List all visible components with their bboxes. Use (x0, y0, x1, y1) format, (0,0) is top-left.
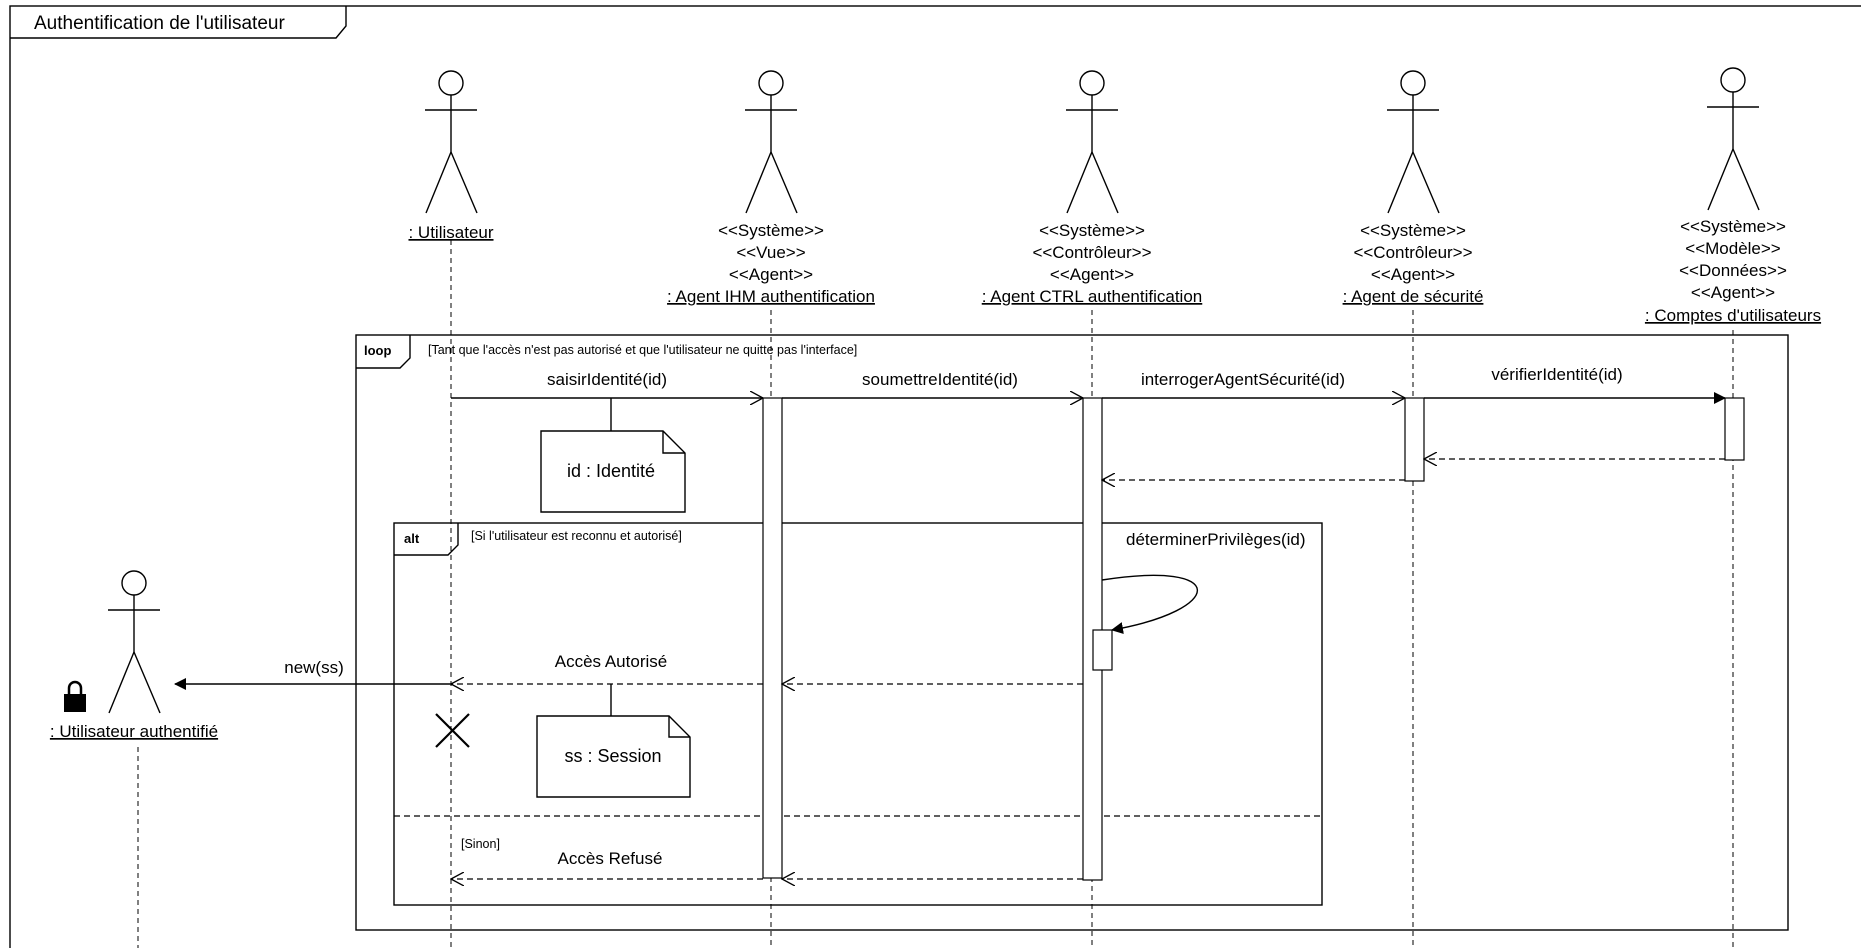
actor-user-icon (425, 70, 478, 214)
note-session-text: ss : Session (564, 746, 661, 766)
participant-comptes-stereotype-2: <<Modèle>> (1685, 239, 1781, 258)
activation-sec (1404, 397, 1425, 482)
participant-ctrl-name: : Agent CTRL authentification (982, 287, 1203, 306)
alt-fragment: alt [Si l'utilisateur est reconnu et aut… (393, 522, 1323, 906)
note-identite-text: id : Identité (567, 461, 655, 481)
participant-ihm-stereotype-2: <<Vue>> (736, 243, 805, 262)
participant-comptes-name: : Comptes d'utilisateurs (1645, 306, 1821, 325)
alt-else-guard: [Sinon] (461, 837, 500, 851)
participant-ihm-name: : Agent IHM authentification (667, 287, 875, 306)
diagram-frame: Authentification de l'utilisateur (9, 5, 1861, 948)
message-verifier-label: vérifierIdentité(id) (1491, 365, 1622, 384)
participant-ctrl-stereotype-3: <<Agent>> (1050, 265, 1134, 284)
participant-sec-stereotype-1: <<Système>> (1360, 221, 1466, 240)
actor-auth-icon (108, 570, 161, 714)
messages: saisirIdentité(id) soumettreIdentité(id)… (174, 365, 1726, 879)
loop-keyword: loop (364, 343, 391, 358)
participant-sec-stereotype-2: <<Contrôleur>> (1353, 243, 1472, 262)
diagram-title: Authentification de l'utilisateur (34, 13, 285, 34)
activation-ctrl-self (1092, 629, 1113, 671)
actor-ctrl-icon (1066, 70, 1119, 214)
participant-ihm-stereotype-1: <<Système>> (718, 221, 824, 240)
alt-guard: [Si l'utilisateur est reconnu et autoris… (471, 529, 682, 543)
note-identite: id : Identité (540, 398, 686, 513)
actor-comptes-icon (1707, 67, 1760, 211)
activation-comptes (1724, 397, 1745, 461)
participant-user-name: : Utilisateur (408, 223, 493, 242)
participant-auth-name: : Utilisateur authentifié (50, 722, 218, 741)
message-refuse-label: Accès Refusé (558, 849, 663, 868)
message-saisir-label: saisirIdentité(id) (547, 370, 667, 389)
message-soumettre-label: soumettreIdentité(id) (862, 370, 1018, 389)
alt-keyword: alt (404, 531, 420, 546)
participant-ihm-stereotype-3: <<Agent>> (729, 265, 813, 284)
message-autorise-label: Accès Autorisé (555, 652, 667, 671)
message-determiner-arrow (1101, 574, 1199, 634)
participant-comptes-stereotype-4: <<Agent>> (1691, 283, 1775, 302)
activation-ihm (762, 397, 783, 879)
participant-ctrl-stereotype-1: <<Système>> (1039, 221, 1145, 240)
destroy-x-icon (435, 713, 470, 748)
lock-icon (64, 680, 86, 712)
participant-sec-name: : Agent de sécurité (1343, 287, 1484, 306)
message-new-label: new(ss) (284, 658, 344, 677)
message-determiner-label: déterminerPrivilèges(id) (1126, 530, 1306, 549)
participant-comptes-stereotype-1: <<Système>> (1680, 217, 1786, 236)
actor-sec-icon (1387, 70, 1440, 214)
loop-fragment: loop [Tant que l'accès n'est pas autoris… (355, 334, 1789, 931)
participant-labels: : Utilisateur <<Système>> <<Vue>> <<Agen… (50, 217, 1821, 741)
participant-comptes-stereotype-3: <<Données>> (1679, 261, 1787, 280)
activations (762, 397, 1745, 881)
participant-sec-stereotype-3: <<Agent>> (1371, 265, 1455, 284)
participant-ctrl-stereotype-2: <<Contrôleur>> (1032, 243, 1151, 262)
actor-ihm-icon (745, 70, 798, 214)
message-interroger-label: interrogerAgentSécurité(id) (1141, 370, 1345, 389)
note-session: ss : Session (536, 684, 691, 798)
loop-guard: [Tant que l'accès n'est pas autorisé et … (428, 343, 857, 357)
